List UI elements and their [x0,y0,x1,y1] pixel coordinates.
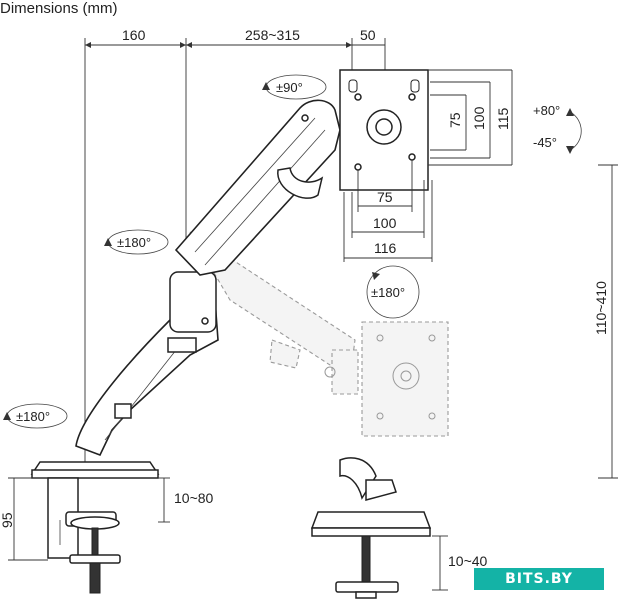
dim-plate-width: 116 [374,240,397,256]
rotation-elbow: ±180° [117,235,151,250]
dim-top-left-width: 160 [122,27,146,43]
diagram-title: Dimensions (mm) [0,0,118,17]
vesa-plate [339,69,429,191]
cable-clip [277,167,324,199]
elbow-rotation-indicator [104,229,169,255]
dim-vesa-width-inner: 75 [377,189,393,205]
plate-height-dimensions [428,69,513,166]
watermark-logo: BITS.BY [474,568,604,590]
rotation-head-swivel: ±90° [276,80,303,95]
dim-vesa-height-inner: 75 [447,112,463,128]
tilt-indicator [566,108,582,154]
desk-clamp [30,461,160,594]
plate-width-dimensions [343,160,433,262]
rotation-tilt-up: +80° [533,103,560,118]
dim-arm-reach: 258~315 [245,27,300,43]
top-dimension-lines [84,38,386,470]
dim-vesa-height-outer: 100 [471,106,487,130]
dim-plate-height: 115 [495,107,511,130]
dim-base-height: 95 [0,512,15,528]
height-dimension-line [598,164,618,479]
ghost-vesa-plate [361,321,449,437]
dim-grommet-range: 10~40 [448,553,488,569]
dim-vesa-width-outer: 100 [373,215,397,231]
clamp-dimension-lines [8,477,170,561]
ghost-arm-position [189,231,359,395]
grommet-mount [310,457,432,599]
head-swivel-indicator [262,74,327,100]
grommet-dimension-lines [432,535,448,591]
dim-clamp-range: 10~80 [174,490,214,506]
base-swivel-indicator [3,403,68,429]
rotation-tilt-down: -45° [533,135,557,150]
plate-rotation-indicator [366,265,420,319]
upper-arm [174,99,341,276]
dim-height-range: 110~410 [593,281,609,335]
rotation-plate: ±180° [371,285,405,300]
rotation-base-swivel: ±180° [16,409,50,424]
dim-plate-offset: 50 [360,27,376,43]
